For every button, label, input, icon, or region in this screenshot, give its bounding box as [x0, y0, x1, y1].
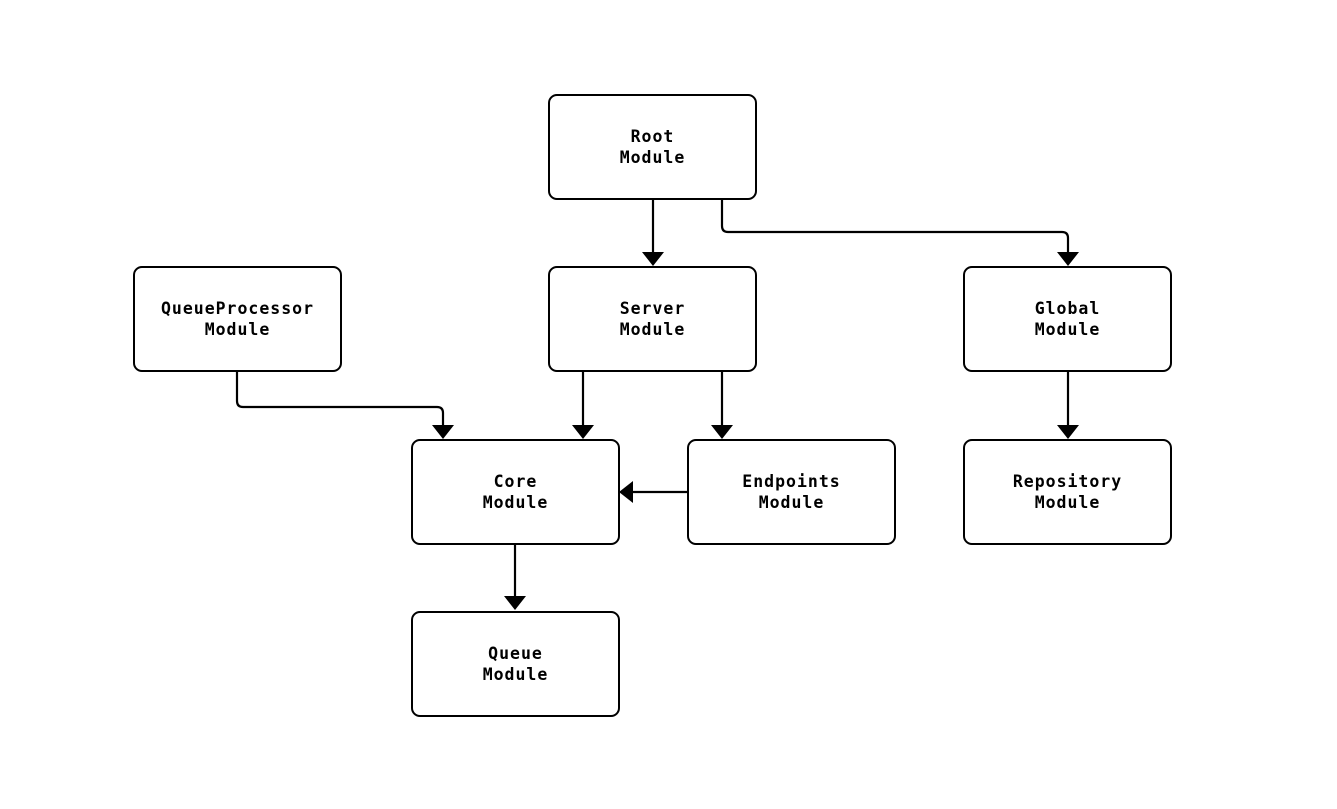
- arrowhead-down-icon: [572, 425, 594, 439]
- node-label: Repository Module: [1012, 472, 1123, 512]
- edge-global-to-repository: [1057, 372, 1079, 439]
- node-label: Global Module: [1034, 299, 1101, 339]
- arrowhead-down-icon: [504, 596, 526, 610]
- arrowhead-down-icon: [642, 252, 664, 266]
- node-root-module: Root Module: [548, 94, 757, 200]
- edge-server-to-endpoints: [711, 372, 733, 439]
- edge-endpoints-to-core: [619, 481, 687, 503]
- arrowhead-left-icon: [619, 481, 633, 503]
- node-repository-module: Repository Module: [963, 439, 1172, 545]
- node-label: Server Module: [619, 299, 686, 339]
- arrowhead-down-icon: [711, 425, 733, 439]
- node-queue-module: Queue Module: [411, 611, 620, 717]
- node-queueprocessor-module: QueueProcessor Module: [133, 266, 342, 372]
- edge-server-to-core: [572, 372, 594, 439]
- node-label: QueueProcessor Module: [160, 299, 315, 339]
- edge-core-to-queue: [504, 545, 526, 610]
- arrowhead-down-icon: [1057, 252, 1079, 266]
- edge-queueprocessor-to-core: [235, 372, 454, 439]
- node-global-module: Global Module: [963, 266, 1172, 372]
- node-label: Root Module: [619, 127, 686, 167]
- node-endpoints-module: Endpoints Module: [687, 439, 896, 545]
- edge-root-to-server: [642, 200, 664, 266]
- arrowhead-down-icon: [1057, 425, 1079, 439]
- node-label: Core Module: [482, 472, 549, 512]
- node-label: Endpoints Module: [742, 472, 841, 512]
- node-core-module: Core Module: [411, 439, 620, 545]
- node-server-module: Server Module: [548, 266, 757, 372]
- node-label: Queue Module: [482, 644, 549, 684]
- edge-root-to-global: [720, 200, 1079, 266]
- arrowhead-down-icon: [432, 425, 454, 439]
